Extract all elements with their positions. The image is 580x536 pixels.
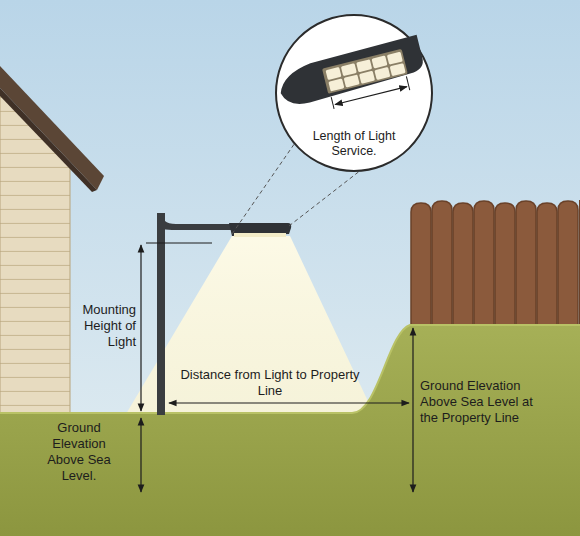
inset-circle: Length of Light Service. (274, 13, 434, 173)
dimension-label: Distance from Light to Property Line (180, 367, 360, 399)
dimension-label: Mounting Height of Light (62, 302, 136, 350)
dimension-label: Ground Elevation Above Sea Level. (34, 420, 124, 484)
inset-caption: Length of Light Service. (300, 129, 408, 159)
dimension-label: Ground Elevation Above Sea Level at the … (420, 378, 550, 426)
